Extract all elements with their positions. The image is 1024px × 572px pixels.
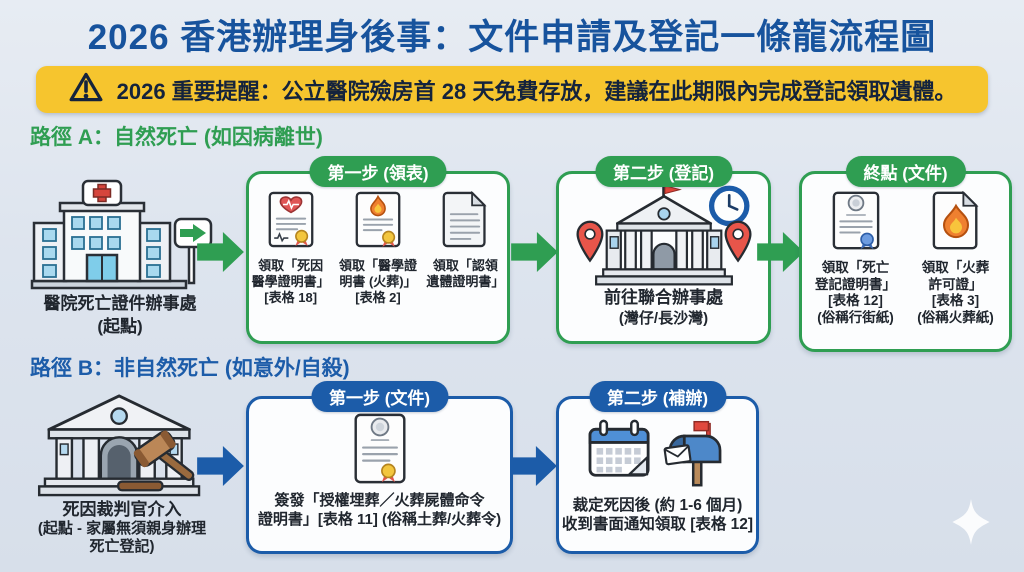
path-a-step2-header: 第二步 (登記) [594, 156, 733, 188]
path-b-step1-header: 第一步 (文件) [310, 381, 449, 413]
document-item: 領取「火葬 許可證」 [表格 3] (俗稱火葬紙) [908, 190, 1004, 326]
flow-arrow-icon [511, 231, 559, 273]
flow-arrow-icon [197, 445, 245, 487]
path-a-step1-header: 第一步 (領表) [309, 156, 447, 188]
path-a-start-node: 醫院死亡證件辦事處 (起點) [20, 179, 220, 337]
courthouse-gavel-icon [37, 394, 201, 497]
path-a-step2-box: 第二步 (登記) [556, 156, 771, 344]
path-a-end-box: 終點 (文件) 領取「死亡 登記證明書」 [表格 12] [799, 156, 1012, 352]
flow-arrow-icon [197, 231, 245, 273]
path-b-start-node: 死因裁判官介入 (起點 - 家屬無須親身辦理 死亡登記) [22, 393, 222, 556]
order-certificate-icon [353, 413, 406, 484]
path-b-step2-caption: 裁定死因後 (約 1-6 個月) 收到書面通知領取 [表格 12] [561, 497, 754, 533]
document-caption: 領取「死因 醫學證明書」 [表格 18] [251, 258, 330, 305]
plain-document-icon [442, 190, 487, 248]
flame-document-icon [932, 190, 979, 250]
path-b-step2-box: 第二步 (補辦) [556, 381, 759, 554]
government-office-icon [575, 184, 752, 286]
hospital-building-icon [30, 179, 213, 290]
path-a-label: 路徑 A：自然死亡 (如因病離世) [30, 126, 323, 149]
path-a-start-subcaption: (起點) [97, 317, 143, 336]
page-title: 2026 香港辦理身後事：文件申請及登記一條龍流程圖 [87, 18, 937, 57]
flow-arrow-icon [757, 231, 805, 273]
path-a-end-header: 終點 (文件) [845, 156, 966, 188]
path-a-start-caption: 醫院死亡證件辦事處 [43, 294, 197, 313]
path-b-step1-box: 第一步 (文件) 簽發「授權埋葬／火葬屍體命令 證明書」[表格 11] (俗稱土… [246, 381, 513, 554]
mailbox-icon [663, 420, 721, 487]
alert-text: 2026 重要提醒：公立醫院殮房首 28 天免費存放，建議在此期限內完成登記領取… [116, 78, 957, 104]
document-item: 領取「認領 遺體證明書」 [424, 190, 507, 306]
four-point-sparkle-icon [948, 498, 994, 551]
path-b-start-subcaption: (起點 - 家屬無須親身辦理 [37, 520, 207, 537]
stamped-certificate-icon [832, 191, 879, 250]
document-caption: 領取「死亡 登記證明書」 [表格 12] (俗稱行街紙) [815, 260, 896, 325]
flame-certificate-icon [355, 191, 401, 248]
document-item: 領取「醫學證 明書 (火葬)」 [表格 2] [336, 191, 419, 306]
path-b-start-caption: 死因裁判官介入 [62, 500, 182, 519]
document-item: 領取「死亡 登記證明書」 [表格 12] (俗稱行街紙) [808, 191, 904, 326]
path-b-start-subcaption2: 死亡登記) [89, 538, 155, 555]
warning-triangle-icon [68, 71, 104, 109]
document-caption: 領取「火葬 許可證」 [表格 3] (俗稱火葬紙) [917, 260, 994, 325]
path-a-step2-caption: 前往聯合辦事處 [604, 288, 723, 307]
calendar-icon [588, 419, 650, 477]
document-caption: 領取「認領 遺體證明書」 [426, 258, 505, 289]
alert-banner: 2026 重要提醒：公立醫院殮房首 28 天免費存放，建議在此期限內完成登記領取… [36, 66, 988, 113]
path-b-step1-caption: 簽發「授權埋葬／火葬屍體命令 證明書」[表格 11] (俗稱土葬/火葬令) [257, 492, 502, 528]
heart-certificate-icon [268, 191, 314, 248]
flow-arrow-icon [510, 445, 558, 487]
path-a-step2-subcaption: (灣仔/長沙灣) [618, 310, 709, 327]
document-item: 領取「死因 醫學證明書」 [表格 18] [249, 191, 332, 306]
path-b-label: 路徑 B：非自然死亡 (如意外/自殺) [30, 357, 350, 380]
path-b-step2-header: 第二步 (補辦) [588, 381, 727, 413]
path-a-step1-box: 第一步 (領表) 領取「死因 醫學證明書」 [表格 18] [246, 156, 510, 344]
document-caption: 領取「醫學證 明書 (火葬)」 [表格 2] [338, 258, 417, 305]
